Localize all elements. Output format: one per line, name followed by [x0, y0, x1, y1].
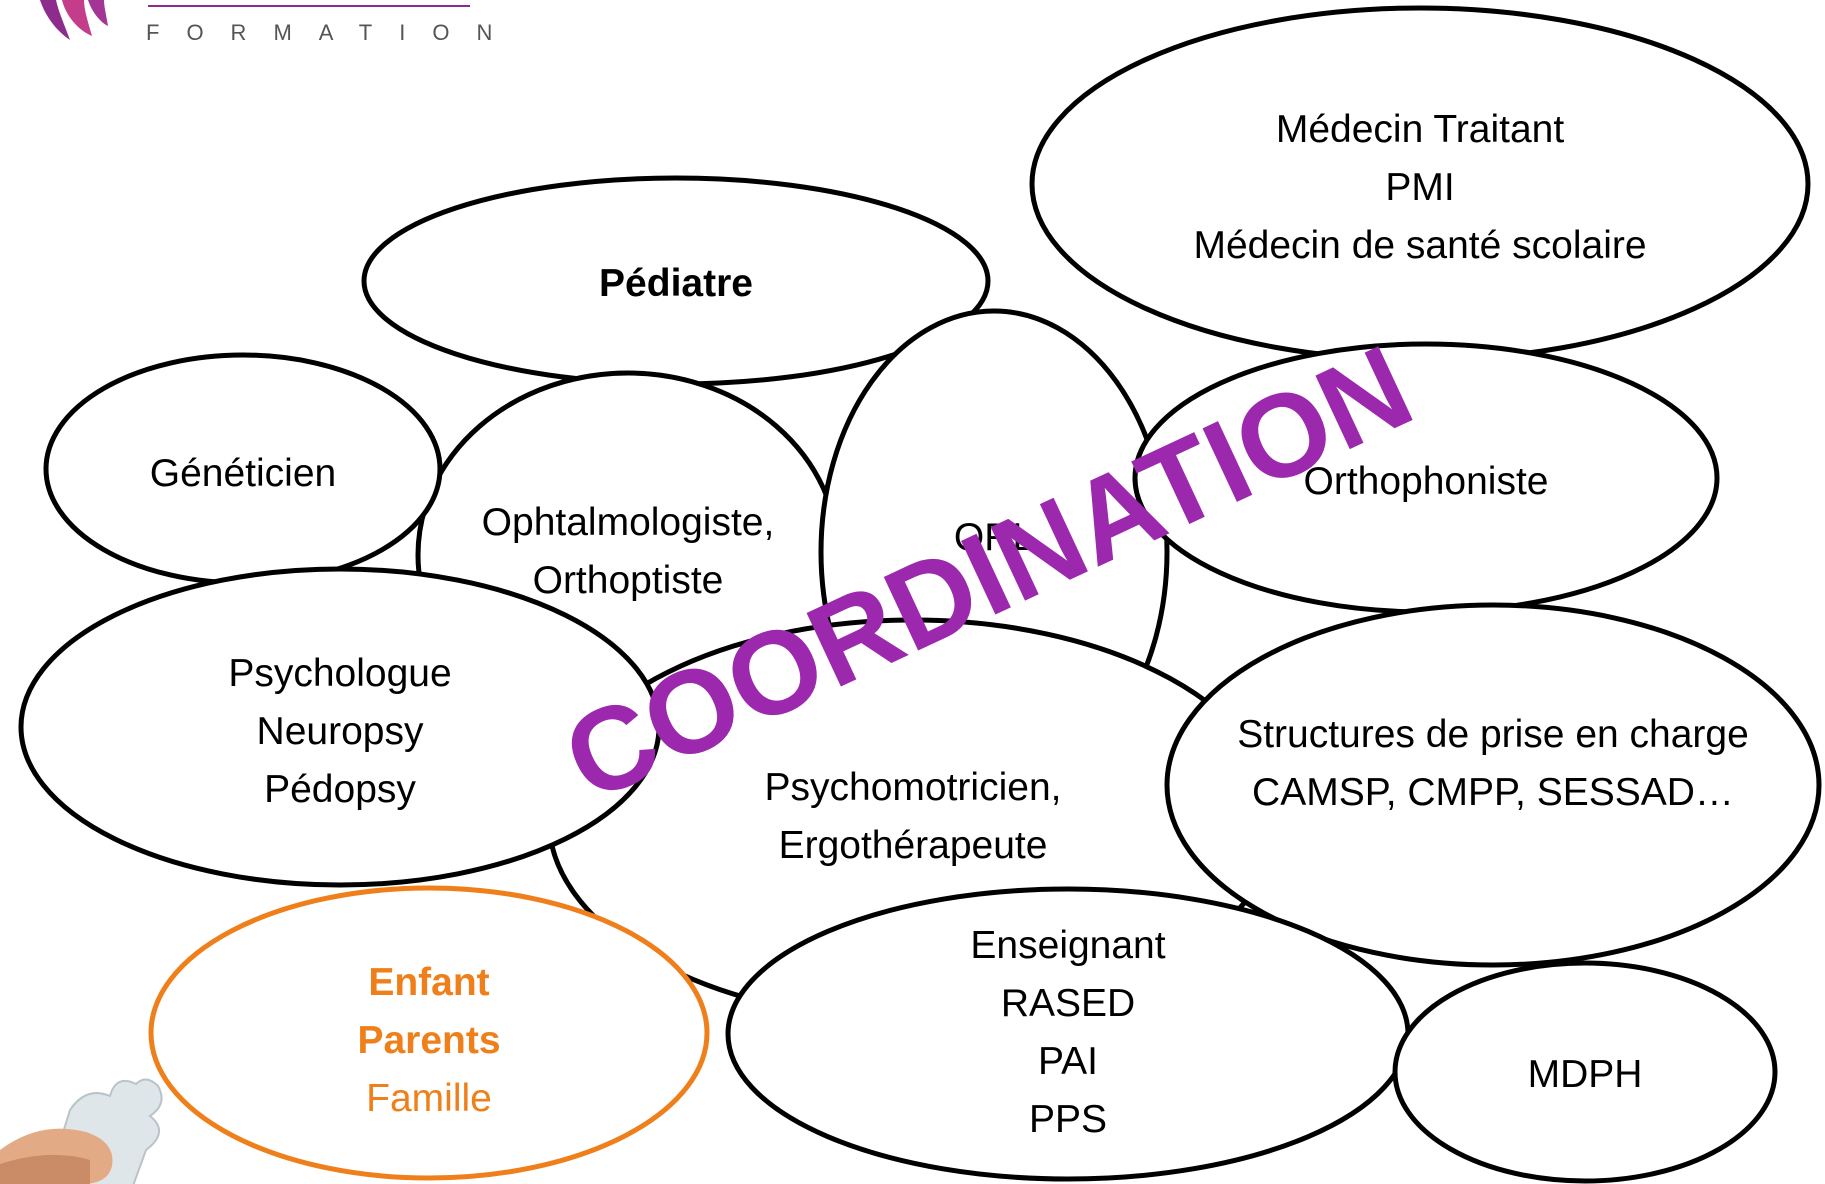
node-label: Psychologue	[228, 652, 451, 695]
logo-mark-icon	[40, 0, 108, 40]
node-psychologue: Psychologue Neuropsy Pédopsy	[18, 566, 662, 888]
node-label: ORL	[954, 516, 1034, 559]
brand-label: FORMATION	[146, 20, 519, 45]
node-label: Généticien	[150, 452, 336, 495]
node-label: MDPH	[1528, 1053, 1643, 1096]
node-label: Enfant	[368, 961, 489, 1004]
node-label: Psychomotricien,	[765, 766, 1062, 809]
node-mdph: MDPH	[1392, 960, 1778, 1184]
node-label: Structures de prise en charge	[1237, 713, 1749, 756]
node-label: Médecin Traitant	[1276, 108, 1564, 151]
node-label: PAI	[1038, 1040, 1098, 1083]
node-label: CAMSP, CMPP, SESSAD…	[1252, 771, 1734, 814]
node-label: Ophtalmologiste,	[482, 501, 775, 544]
node-label: Orthophoniste	[1304, 460, 1549, 503]
node-label: Médecin de santé scolaire	[1193, 224, 1646, 267]
node-enfant: Enfant Parents Famille	[148, 885, 710, 1181]
node-label: Parents	[357, 1019, 500, 1062]
node-label: Ergothérapeute	[779, 824, 1048, 867]
node-label: RASED	[1001, 982, 1135, 1025]
node-medecin: Médecin Traitant PMI Médecin de santé sc…	[1029, 5, 1811, 363]
node-label: Enseignant	[970, 924, 1165, 967]
node-orthophoniste: Orthophoniste	[1132, 341, 1720, 615]
node-enseignant: Enseignant RASED PAI PPS	[725, 886, 1411, 1182]
node-label: Pédopsy	[264, 768, 416, 811]
node-structures: Structures de prise en charge CAMSP, CMP…	[1164, 602, 1822, 968]
node-label: PMI	[1385, 166, 1454, 209]
node-label: Orthoptiste	[533, 559, 724, 602]
node-label: PPS	[1029, 1098, 1107, 1141]
node-label: Pédiatre	[599, 262, 753, 305]
node-label: Neuropsy	[257, 710, 424, 753]
hand-puzzle-piece-icon	[0, 1078, 163, 1184]
node-geneticien: Généticien	[43, 352, 443, 586]
node-pediatre: Pédiatre	[361, 175, 991, 387]
node-label: Famille	[366, 1077, 492, 1120]
